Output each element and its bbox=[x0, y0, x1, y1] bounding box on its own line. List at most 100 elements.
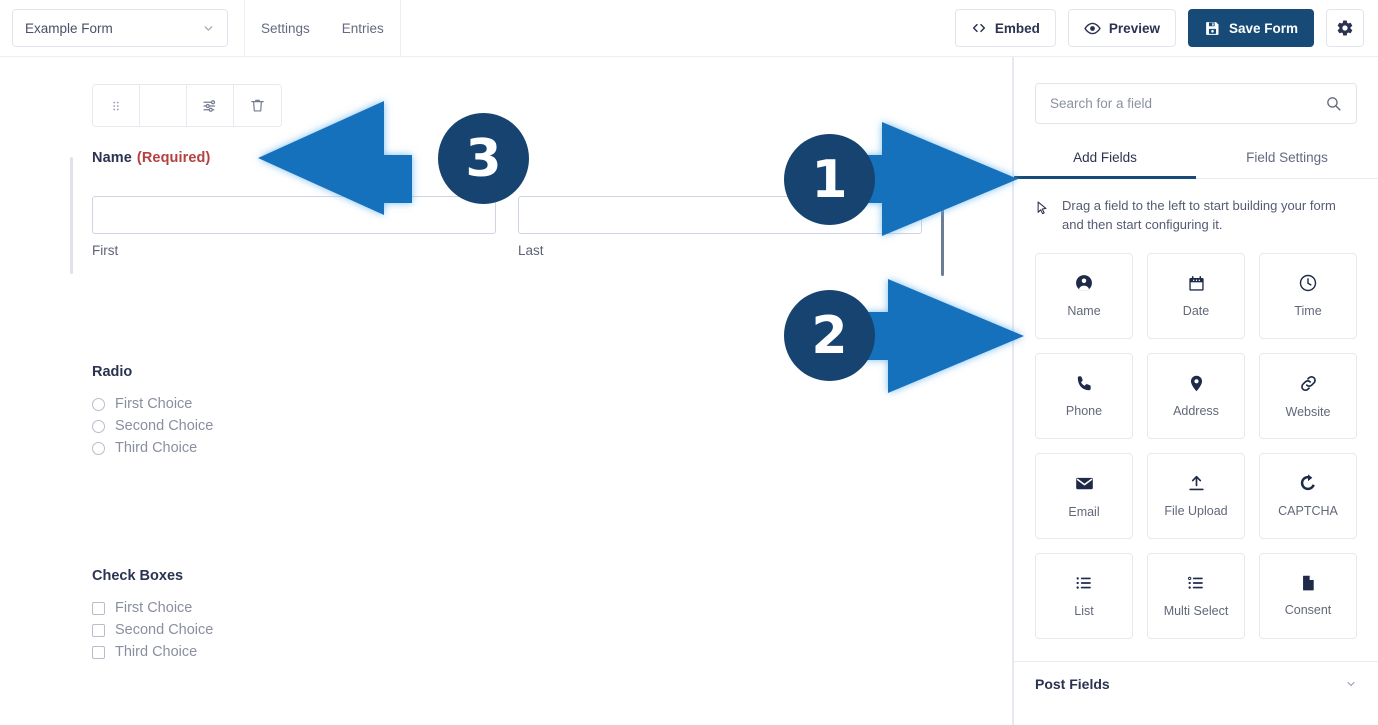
upload-icon bbox=[1187, 474, 1206, 493]
checkbox-option-3-label: Third Choice bbox=[115, 644, 198, 660]
trash-icon[interactable] bbox=[234, 85, 281, 126]
save-form-button[interactable]: Save Form bbox=[1187, 9, 1314, 47]
radio-circle-icon[interactable] bbox=[92, 441, 105, 455]
annotation-badge-3-number: 3 bbox=[465, 128, 502, 189]
active-field-accent-bar bbox=[70, 157, 73, 274]
post-fields-title: Post Fields bbox=[1035, 675, 1110, 692]
field-tile-file-upload[interactable]: File Upload bbox=[1147, 452, 1245, 539]
header-settings-button[interactable] bbox=[1326, 9, 1364, 47]
gear-icon bbox=[1336, 19, 1354, 37]
form-selector-dropdown[interactable]: Example Form bbox=[12, 9, 228, 47]
phone-icon bbox=[1075, 374, 1094, 393]
radio-field-block: Radio First Choice Second Choice Third C… bbox=[92, 364, 213, 462]
field-tile-email[interactable]: Email bbox=[1035, 452, 1133, 539]
clock-icon bbox=[1298, 273, 1318, 293]
radio-circle-icon[interactable] bbox=[92, 419, 105, 433]
document-icon bbox=[1299, 574, 1317, 592]
field-tile-website[interactable]: Website bbox=[1259, 352, 1357, 439]
name-field-label: Name(Required) bbox=[92, 150, 210, 166]
last-name-sublabel: Last bbox=[518, 243, 544, 258]
field-tile-time[interactable]: Time bbox=[1259, 252, 1357, 339]
radio-circle-icon[interactable] bbox=[92, 397, 105, 411]
tab-entries[interactable]: Entries bbox=[341, 20, 384, 36]
first-name-sublabel: First bbox=[92, 243, 119, 258]
radio-option-1[interactable]: First Choice bbox=[92, 396, 213, 412]
field-tiles-grid: Name Date bbox=[1014, 235, 1378, 639]
annotation-badge-2: 2 bbox=[784, 290, 875, 381]
annotation-badge-2-number: 2 bbox=[811, 305, 848, 366]
field-tile-address-label: Address bbox=[1173, 403, 1219, 418]
field-tile-date-label: Date bbox=[1182, 303, 1210, 318]
save-disk-icon bbox=[1204, 20, 1221, 37]
checkbox-option-3[interactable]: Third Choice bbox=[92, 644, 213, 660]
checkbox-field-block: Check Boxes First Choice Second Choice T… bbox=[92, 568, 213, 666]
first-name-input[interactable] bbox=[92, 196, 496, 234]
tab-field-settings[interactable]: Field Settings bbox=[1246, 150, 1328, 165]
field-tile-name-label: Name bbox=[1067, 304, 1101, 319]
field-tile-address[interactable]: Address bbox=[1147, 352, 1245, 439]
checkbox-option-1[interactable]: First Choice bbox=[92, 600, 213, 616]
field-settings-icon[interactable] bbox=[187, 85, 234, 126]
tab-add-fields[interactable]: Add Fields bbox=[1014, 150, 1196, 179]
envelope-icon bbox=[1074, 473, 1095, 494]
embed-button[interactable]: Embed bbox=[954, 9, 1056, 47]
checkbox-field-title: Check Boxes bbox=[92, 568, 184, 584]
field-tile-date[interactable]: Date bbox=[1147, 252, 1245, 339]
preview-button-label: Preview bbox=[1108, 20, 1160, 36]
field-tile-captcha[interactable]: CAPTCHA bbox=[1259, 452, 1357, 539]
embed-button-label: Embed bbox=[994, 20, 1040, 36]
field-tile-list-label: List bbox=[1074, 604, 1094, 619]
field-search-box[interactable] bbox=[1035, 83, 1357, 124]
checkbox-option-2[interactable]: Second Choice bbox=[92, 622, 213, 638]
chevron-down-icon[interactable] bbox=[1345, 678, 1357, 690]
canvas-scrollbar-thumb[interactable] bbox=[941, 199, 944, 276]
field-tile-consent[interactable]: Consent bbox=[1259, 552, 1357, 639]
search-icon bbox=[1325, 95, 1342, 112]
radio-field-title: Radio bbox=[92, 364, 133, 380]
eye-icon bbox=[1084, 20, 1101, 37]
calendar-icon bbox=[1187, 274, 1206, 293]
checkbox-square-icon[interactable] bbox=[92, 623, 105, 637]
link-icon bbox=[1298, 373, 1319, 394]
drag-handle-icon[interactable] bbox=[93, 85, 140, 126]
duplicate-icon[interactable] bbox=[140, 85, 187, 126]
cursor-arrow-icon bbox=[1035, 199, 1050, 217]
radio-option-2-label: Second Choice bbox=[115, 418, 214, 434]
fields-sidebar: Add Fields Field Settings Drag a field t… bbox=[1013, 57, 1378, 725]
map-pin-icon bbox=[1187, 374, 1206, 393]
header-tabs: Settings Entries bbox=[245, 0, 400, 57]
field-tile-website-label: Website bbox=[1285, 404, 1331, 419]
field-tile-list[interactable]: List bbox=[1035, 552, 1133, 639]
annotation-badge-3: 3 bbox=[438, 113, 529, 204]
post-fields-section-header[interactable]: Post Fields bbox=[1014, 662, 1378, 692]
radio-option-1-label: First Choice bbox=[115, 396, 193, 412]
checkbox-option-2-label: Second Choice bbox=[115, 622, 214, 638]
field-action-toolbar bbox=[92, 84, 282, 127]
radio-option-3[interactable]: Third Choice bbox=[92, 440, 213, 456]
tab-settings[interactable]: Settings bbox=[261, 20, 310, 36]
multi-select-icon bbox=[1186, 573, 1206, 593]
field-tile-multi-select[interactable]: Multi Select bbox=[1147, 552, 1245, 639]
sidebar-hint-text: Drag a field to the left to start buildi… bbox=[1062, 198, 1336, 232]
checkbox-square-icon[interactable] bbox=[92, 645, 105, 659]
search-input[interactable] bbox=[1050, 96, 1325, 111]
field-tile-phone[interactable]: Phone bbox=[1035, 352, 1133, 439]
checkbox-option-1-label: First Choice bbox=[115, 600, 193, 616]
person-circle-icon bbox=[1074, 273, 1094, 293]
radio-option-2[interactable]: Second Choice bbox=[92, 418, 213, 434]
header-divider-left bbox=[244, 0, 245, 57]
field-tile-name[interactable]: Name bbox=[1035, 252, 1133, 339]
radio-option-3-label: Third Choice bbox=[115, 440, 198, 456]
preview-button[interactable]: Preview bbox=[1067, 9, 1176, 47]
field-tile-file-upload-label: File Upload bbox=[1164, 503, 1228, 518]
field-tile-phone-label: Phone bbox=[1065, 403, 1103, 418]
field-tile-consent-label: Consent bbox=[1284, 603, 1332, 618]
field-tile-multi-select-label: Multi Select bbox=[1163, 604, 1229, 619]
checkbox-square-icon[interactable] bbox=[92, 601, 105, 615]
header-divider-right bbox=[399, 0, 401, 57]
form-selector-label: Example Form bbox=[25, 20, 113, 36]
field-tile-email-label: Email bbox=[1068, 504, 1100, 519]
field-tile-captcha-label: CAPTCHA bbox=[1278, 504, 1338, 519]
sidebar-hint: Drag a field to the left to start buildi… bbox=[1014, 179, 1378, 235]
